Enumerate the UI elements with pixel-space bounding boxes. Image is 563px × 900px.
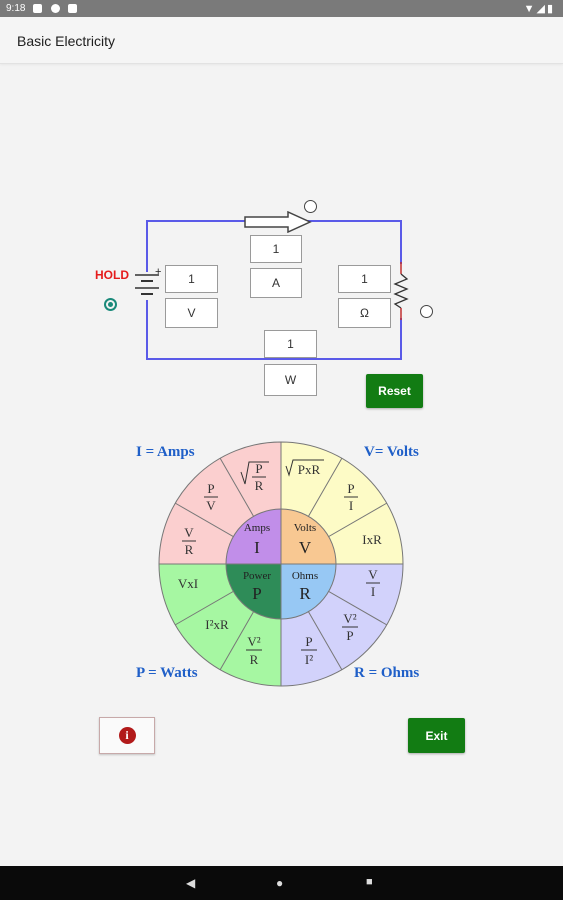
svg-text:I: I [349,498,353,513]
current-unit-label: A [250,268,302,298]
wire-right-bottom [400,318,402,360]
wire-left-bottom [146,300,148,360]
voltage-unit-label: V [165,298,218,328]
notification-icon [33,4,42,13]
volts-corner-label: V= Volts [364,444,419,460]
svg-text:P: P [255,461,262,476]
svg-text:V²: V² [247,634,260,649]
svg-text:V²: V² [343,611,356,626]
battery-icon [135,274,159,295]
formula-v-over-i: VI [366,567,380,599]
resistance-hold-radio[interactable] [420,305,433,318]
formula-p-over-i2: P I² [301,634,317,667]
exit-button[interactable]: Exit [408,718,465,753]
status-time: 9:18 [6,3,26,14]
formula-v2-over-r: V² R [246,634,262,667]
voltage-hold-radio[interactable] [104,298,117,311]
power-value-field[interactable]: 1 [264,330,317,358]
svg-text:V: V [368,567,378,582]
amps-corner-label: I = Amps [136,444,195,460]
amps-center-name: Amps [244,522,270,534]
current-value-field[interactable]: 1 [250,235,302,263]
sd-card-icon [68,4,77,13]
svg-text:R: R [250,652,259,667]
reset-button[interactable]: Reset [366,374,423,408]
formula-p-over-i: PI [344,481,358,513]
volts-center-name: Volts [294,522,316,534]
formula-sqrt-pxr: PxR [285,459,324,477]
wire-right-top [400,220,402,264]
hold-label: HOLD [95,268,129,282]
resistance-value-field[interactable]: 1 [338,265,391,293]
power-unit-label: W [264,364,317,396]
svg-text:R: R [255,478,264,493]
info-icon: i [118,727,136,744]
svg-text:I²xR: I²xR [205,617,229,632]
svg-text:V: V [184,525,194,540]
resistance-unit-label: Ω [338,298,391,328]
svg-text:P: P [347,481,354,496]
svg-text:VxI: VxI [178,576,198,591]
app-title: Basic Electricity [17,33,116,49]
formula-vxi: VxI [178,576,198,591]
ohms-center-symbol: R [299,584,311,603]
svg-text:V: V [206,498,216,513]
current-hold-radio[interactable] [304,200,317,213]
back-icon[interactable]: ◀ [186,876,196,890]
svg-text:P: P [305,634,312,649]
svg-text:PxR: PxR [298,462,321,477]
ohms-corner-label: R = Ohms [354,665,419,681]
ohms-center-name: Ohms [292,570,318,582]
power-center-name: Power [243,570,271,582]
svg-text:P: P [207,481,214,496]
formula-ixr: IxR [362,532,382,547]
svg-text:I²: I² [305,652,313,667]
formula-p-over-v: PV [204,481,218,513]
svg-text:P: P [346,628,353,643]
info-button[interactable]: i [99,717,155,754]
svg-text:I: I [371,584,375,599]
volts-center-symbol: V [299,538,312,557]
recent-apps-icon[interactable]: ■ [366,876,373,888]
svg-text:R: R [185,542,194,557]
resistor-icon [393,262,409,320]
app-bar: Basic Electricity [0,17,563,64]
amps-center-symbol: I [254,538,260,557]
ohms-law-wheel: Amps I Volts V Power P Ohms R VR PV PR P… [136,441,419,687]
formula-sqrt-p-over-r: PR [240,461,269,493]
wire-bottom [146,358,402,360]
power-center-symbol: P [252,584,261,603]
radio-selected-dot [108,302,113,307]
voltage-value-field[interactable]: 1 [165,265,218,293]
app-icon [51,4,60,13]
home-icon[interactable]: ● [276,876,284,890]
formula-v2-over-p: V² P [342,611,358,643]
watts-corner-label: P = Watts [136,665,198,681]
battery-plus-label: + [155,266,162,278]
current-arrow-icon [244,211,312,233]
status-bar: 9:18 ▼◢▮ [0,0,563,17]
wire-left-top [146,220,148,272]
svg-text:IxR: IxR [362,532,382,547]
navigation-bar: ◀ ● ■ [0,866,563,900]
system-icons: ▼◢▮ [523,3,555,15]
formula-v-over-r: VR [182,525,196,557]
formula-i2xr: I²xR [205,617,229,632]
